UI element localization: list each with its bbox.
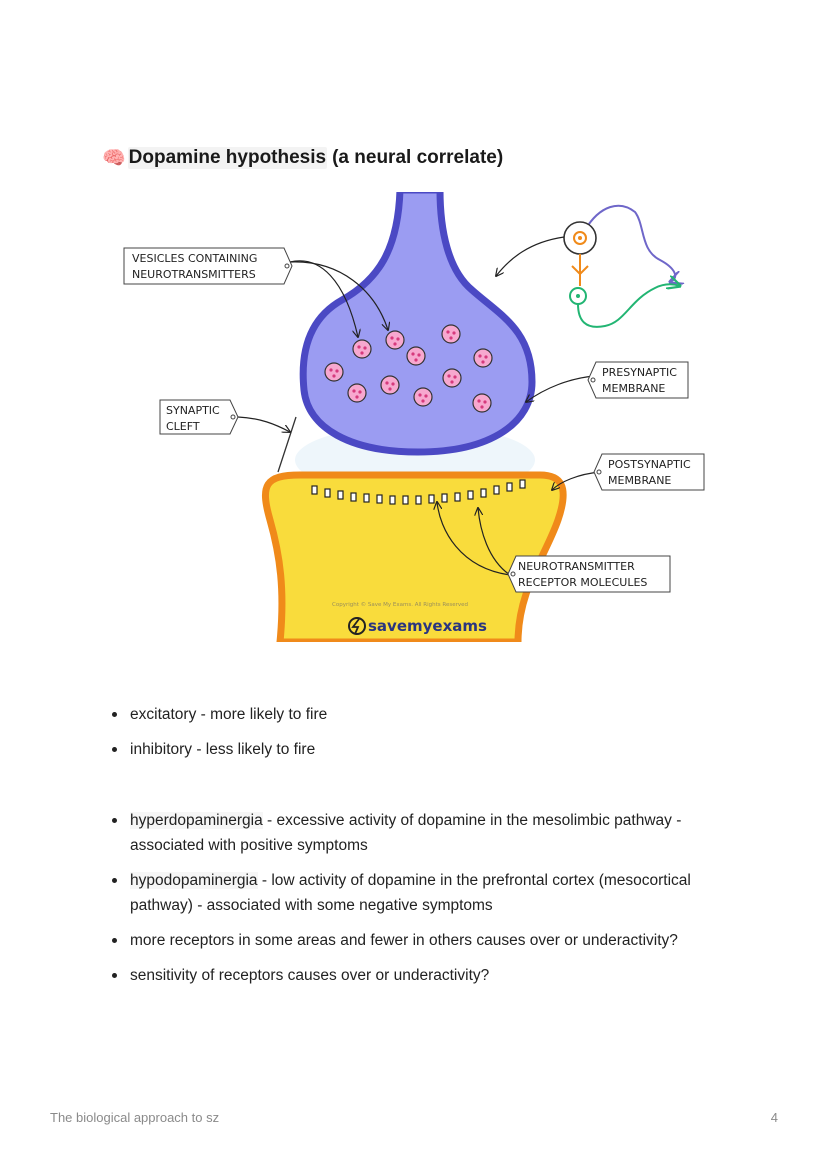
label-receptor-line2: RECEPTOR MOLECULES xyxy=(518,576,647,589)
list-item: hypodopaminergia - low activity of dopam… xyxy=(110,868,750,918)
label-postsynaptic-line2: MEMBRANE xyxy=(608,474,671,487)
label-vesicles: VESICLES CONTAINING NEUROTRANSMITTERS xyxy=(123,247,293,285)
cleft-bracket xyxy=(277,416,297,473)
watermark-text: savemyexams xyxy=(368,617,487,635)
savemyexams-logo: savemyexams xyxy=(348,617,487,635)
neuron-icon xyxy=(563,204,680,328)
heading-rest: (a neural correlate) xyxy=(332,147,504,168)
heading-highlighted: Dopamine hypothesis xyxy=(127,147,328,169)
footer-title: The biological approach to sz xyxy=(50,1110,220,1125)
label-cleft: SYNAPTIC CLEFT xyxy=(159,399,239,435)
list-item: hyperdopaminergia - excessive activity o… xyxy=(110,808,750,858)
list-excitation: excitatory - more likely to fire inhibit… xyxy=(110,702,327,772)
brain-icon: 🧠 xyxy=(102,148,126,169)
label-presynaptic: PRESYNAPTIC MEMBRANE xyxy=(587,361,689,399)
list-item: sensitivity of receptors causes over or … xyxy=(110,963,750,988)
label-cleft-line1: SYNAPTIC xyxy=(166,404,220,417)
page-number: 4 xyxy=(770,1110,778,1125)
term-hypodopaminergia: hypodopaminergia xyxy=(130,872,258,889)
label-postsynaptic: POSTSYNAPTIC MEMBRANE xyxy=(593,453,705,491)
label-postsynaptic-line1: POSTSYNAPTIC xyxy=(608,458,691,471)
list-item: inhibitory - less likely to fire xyxy=(110,737,327,762)
label-vesicles-line2: NEUROTRANSMITTERS xyxy=(132,268,256,281)
list-item: more receptors in some areas and fewer i… xyxy=(110,928,750,953)
label-presynaptic-line1: PRESYNAPTIC xyxy=(602,366,677,379)
arrows xyxy=(237,236,601,576)
page-heading: 🧠 Dopamine hypothesis (a neural correlat… xyxy=(102,146,503,170)
presynaptic-terminal xyxy=(299,190,536,456)
receptor-molecules xyxy=(311,479,526,505)
copyright-text: Copyright © Save My Exams. All Rights Re… xyxy=(332,601,468,608)
label-cleft-line2: CLEFT xyxy=(166,420,200,433)
label-receptor: NEUROTRANSMITTER RECEPTOR MOLECULES xyxy=(507,555,671,593)
term-hyperdopaminergia: hyperdopaminergia xyxy=(130,812,263,829)
synapse-diagram: VESICLES CONTAINING NEUROTRANSMITTERS PR… xyxy=(100,190,730,650)
label-receptor-line1: NEUROTRANSMITTER xyxy=(518,560,635,573)
label-vesicles-line1: VESICLES CONTAINING xyxy=(132,252,257,265)
list-dopamine-points: hyperdopaminergia - excessive activity o… xyxy=(110,808,750,998)
label-presynaptic-line2: MEMBRANE xyxy=(602,382,665,395)
list-item: excitatory - more likely to fire xyxy=(110,702,327,727)
vesicles xyxy=(324,324,493,413)
